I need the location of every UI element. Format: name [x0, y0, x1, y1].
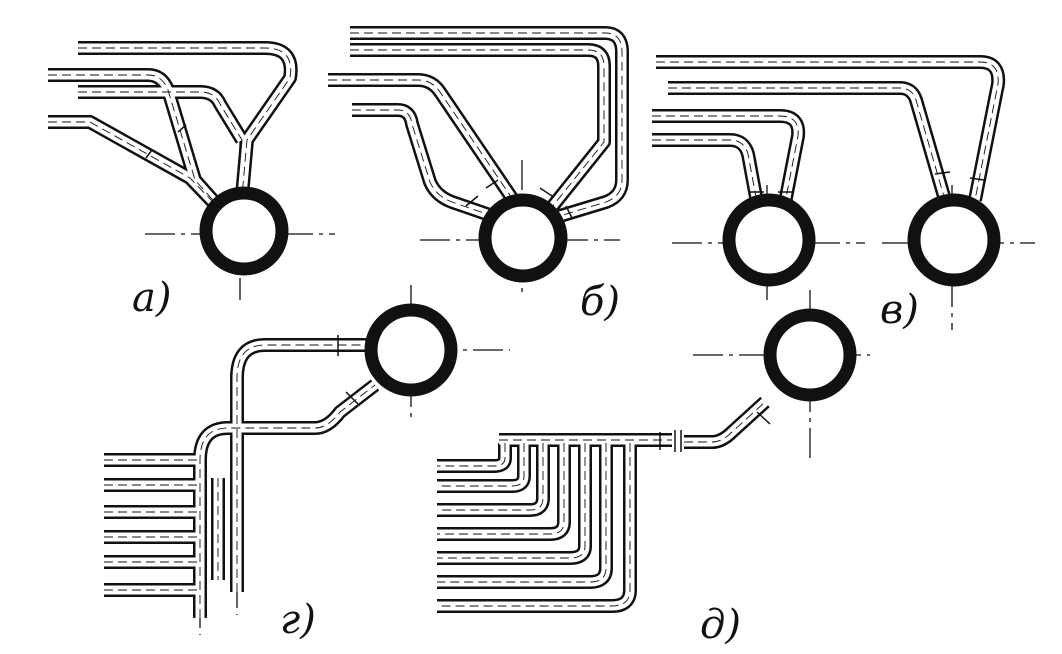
label-v: в) — [880, 287, 919, 333]
label-a: а) — [132, 275, 172, 321]
diagram-d — [437, 290, 870, 613]
label-b: б) — [580, 279, 621, 325]
tube-g-1 — [230, 338, 372, 592]
label-g: г) — [280, 597, 316, 643]
tube-b-1 — [350, 26, 629, 229]
label-d: д) — [700, 602, 741, 648]
diagram-g — [104, 285, 510, 635]
diagram-b — [328, 26, 629, 295]
diagram-a — [48, 41, 335, 300]
tube-g-2 — [193, 379, 380, 618]
diagram-v — [652, 55, 1035, 330]
